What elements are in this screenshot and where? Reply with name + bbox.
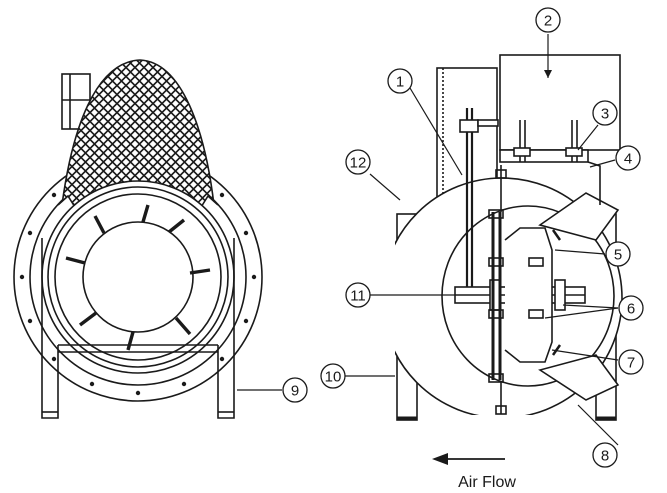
- callouts: 1 2 3 4 5 6 7 8: [282, 7, 644, 468]
- end-view: [13, 59, 263, 419]
- callout-11-label: 11: [350, 288, 366, 305]
- callout-8-label: 8: [601, 448, 609, 465]
- callout-2-label: 2: [544, 13, 552, 30]
- callout-7-label: 7: [627, 355, 635, 372]
- air-flow-indicator: Air Flow: [432, 453, 516, 491]
- impeller-blades: [65, 204, 211, 351]
- callout-1: 1: [387, 68, 413, 94]
- callout-3: 3: [592, 100, 618, 126]
- callout-7: 7: [618, 349, 644, 375]
- callout-5: 5: [605, 241, 631, 267]
- callout-12-label: 12: [350, 155, 367, 172]
- callout-2: 2: [535, 7, 561, 33]
- callout-12: 12: [345, 149, 371, 175]
- callout-11: 11: [345, 282, 371, 308]
- callout-6: 6: [618, 295, 644, 321]
- impeller-hub: [82, 221, 194, 333]
- callout-3-label: 3: [601, 106, 609, 123]
- inner-shroud: [441, 205, 615, 387]
- callout-1-label: 1: [396, 74, 404, 91]
- callout-5-label: 5: [614, 247, 622, 264]
- motor-mount: [499, 120, 601, 205]
- arrow-left-icon: [432, 453, 448, 465]
- impeller-section: [488, 165, 562, 415]
- air-flow-label: Air Flow: [458, 474, 516, 491]
- callout-9: 9: [282, 377, 308, 403]
- leader-lines: [237, 34, 619, 446]
- belt-guard: [61, 59, 215, 211]
- base-frame: [41, 238, 235, 419]
- callout-6-label: 6: [627, 301, 635, 318]
- callout-10: 10: [320, 363, 346, 389]
- callout-10-label: 10: [325, 369, 342, 386]
- callout-4-label: 4: [624, 151, 632, 168]
- motor-box: [61, 73, 91, 130]
- callout-4: 4: [615, 145, 641, 171]
- callout-8: 8: [592, 442, 618, 468]
- callout-9-label: 9: [291, 383, 299, 400]
- side-view: [395, 54, 623, 421]
